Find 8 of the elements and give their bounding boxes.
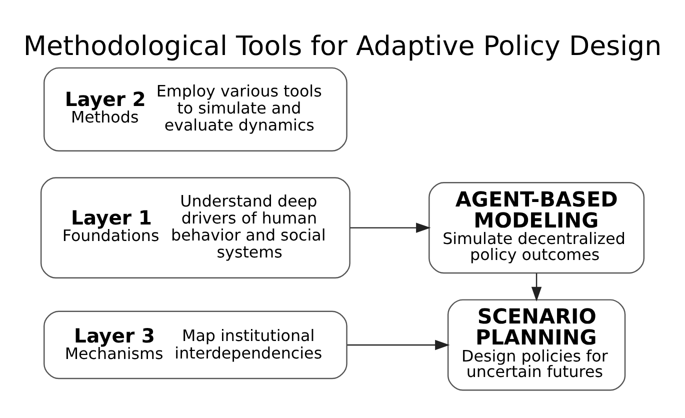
arrow	[347, 339, 450, 350]
node-box: Layer 3 Mechanisms Map institutional interdependencies	[44, 310, 348, 379]
diagram-title: Methodological Tools for Adaptive Policy Design	[23, 30, 662, 62]
arrow	[350, 222, 431, 232]
node-box: AGENT-BASED MODELING Simulate decentralized policy outcomes	[428, 182, 645, 274]
node-box: SCENARIO PLANNING Design policies for uncertain futures	[447, 298, 626, 390]
node-box: Layer 1 Foundations Understand deep drivers of human behavior and social systems	[40, 176, 350, 278]
arrow	[531, 272, 542, 302]
